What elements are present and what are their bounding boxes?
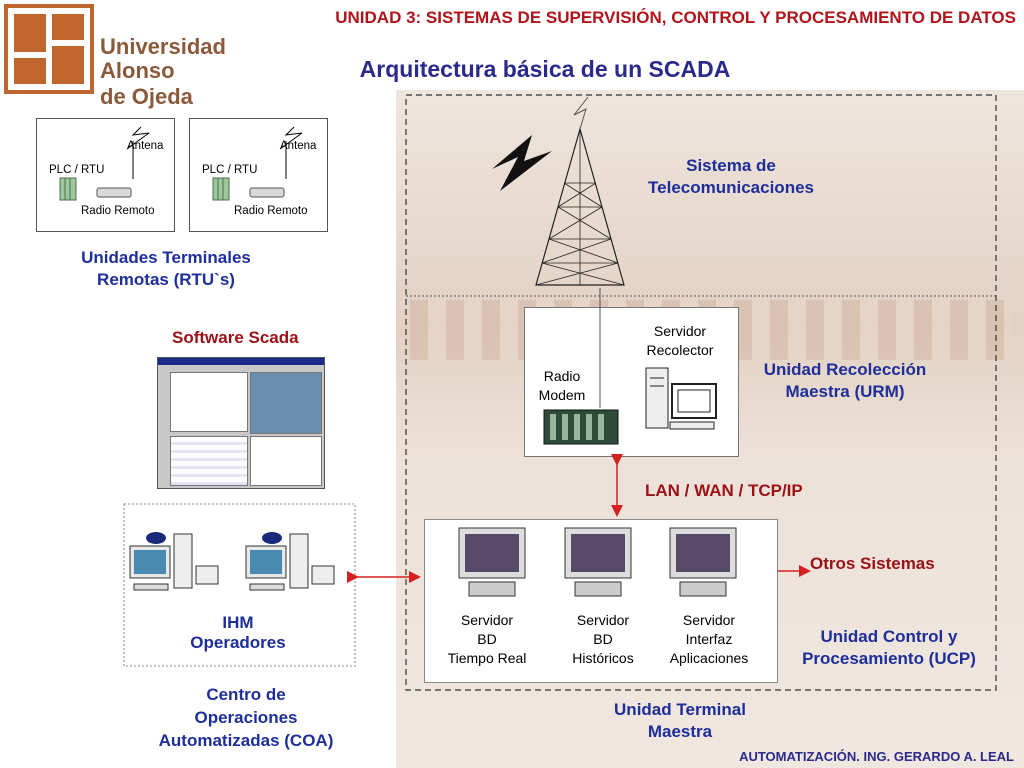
coa-caption-line1: Centro de xyxy=(206,685,286,704)
server-db-realtime-icon xyxy=(458,527,526,597)
plc-label: PLC / RTU xyxy=(202,164,258,176)
server-label-line2: BD xyxy=(477,631,497,647)
coa-dashed-frame xyxy=(123,503,356,667)
otros-sistemas-label: Otros Sistemas xyxy=(810,554,935,573)
logo-mark-icon xyxy=(4,4,94,94)
plc-icon xyxy=(59,177,77,201)
telecom-label-line1: Sistema de xyxy=(686,156,776,175)
scada-screenshot xyxy=(157,357,325,489)
radio-label: Radio Remoto xyxy=(234,205,308,217)
radio-modem-line1: Radio xyxy=(543,368,581,384)
software-scada-label: Software Scada xyxy=(172,328,299,347)
server-label-line1: Servidor xyxy=(682,612,736,628)
coa-caption-line2: Operaciones xyxy=(194,708,298,727)
radio-icon xyxy=(249,187,285,198)
servidor-recolector-line1: Servidor xyxy=(653,323,707,339)
coa-caption-line3: Automatizadas (COA) xyxy=(158,731,334,750)
radio-icon xyxy=(96,187,132,198)
scada-window-titlebar xyxy=(158,358,324,365)
footer-credit: AUTOMATIZACIÓN. ING. GERARDO A. LEAL xyxy=(739,749,1014,764)
scada-map-panel xyxy=(250,372,322,434)
radio-modem-line2: Modem xyxy=(538,387,586,403)
server-label-line3: Aplicaciones xyxy=(669,650,749,666)
rtu-box-2: Antena PLC / RTU Radio Remoto xyxy=(189,118,328,232)
radio-modem-label: Radio Modem xyxy=(530,367,594,405)
rtu-caption: Unidades Terminales Remotas (RTU`s) xyxy=(36,247,296,291)
server-label-line2: BD xyxy=(593,631,613,647)
operator-workstation-icon xyxy=(245,532,335,591)
university-name-line1: Universidad xyxy=(100,34,226,59)
antenna-icon xyxy=(279,126,303,179)
rtu-caption-line1: Unidades Terminales xyxy=(81,248,251,267)
servidor-recolector-label: Servidor Recolector xyxy=(630,322,730,360)
servidor-recolector-line2: Recolector xyxy=(646,342,714,358)
university-name-line2: Alonso de Ojeda xyxy=(100,58,193,109)
server-label-line2: Interfaz xyxy=(685,631,733,647)
urm-caption-line2: Maestra (URM) xyxy=(785,382,905,401)
operator-workstation-icon xyxy=(129,532,219,591)
urm-caption: Unidad Recolección Maestra (URM) xyxy=(740,359,950,403)
radio-tower-icon xyxy=(492,96,625,286)
telecom-label-line2: Telecomunicaciones xyxy=(648,178,814,197)
server-db-realtime-label: Servidor BD Tiempo Real xyxy=(432,611,542,668)
utm-caption-line1: Unidad Terminal xyxy=(614,700,746,719)
scada-table-panel xyxy=(170,436,248,486)
utm-dashed-frame xyxy=(405,94,997,691)
server-label-line3: Históricos xyxy=(572,650,634,666)
ihm-label: IHM Operadores xyxy=(148,613,328,653)
rtu-caption-line2: Remotas (RTU`s) xyxy=(97,270,235,289)
utm-caption-line2: Maestra xyxy=(647,722,713,741)
ucp-caption: Unidad Control y Procesamiento (UCP) xyxy=(784,626,994,670)
server-label-line3: Tiempo Real xyxy=(447,650,527,666)
radio-modem-icon xyxy=(543,409,619,445)
scada-alarm-panel xyxy=(250,436,322,486)
urm-caption-line1: Unidad Recolección xyxy=(763,360,927,379)
ihm-label-line2: Operadores xyxy=(190,633,286,652)
server-label-line1: Servidor xyxy=(460,612,514,628)
server-db-historicos-icon xyxy=(564,527,632,597)
coa-caption: Centro de Operaciones Automatizadas (COA… xyxy=(126,683,366,752)
antena-label: Antena xyxy=(280,140,317,152)
ucp-caption-line1: Unidad Control y xyxy=(820,627,958,646)
scada-tree-panel xyxy=(170,372,248,432)
page-title: Arquitectura básica de un SCADA xyxy=(359,56,731,82)
ihm-label-line1: IHM xyxy=(222,613,254,632)
plc-label: PLC / RTU xyxy=(49,164,105,176)
server-label-line1: Servidor xyxy=(576,612,630,628)
antena-label: Antena xyxy=(127,140,164,152)
server-db-historicos-label: Servidor BD Históricos xyxy=(548,611,658,668)
server-aplicaciones-icon xyxy=(669,527,737,597)
unit-header: UNIDAD 3: SISTEMAS DE SUPERVISIÓN, CONTR… xyxy=(335,8,1016,27)
telecom-label: Sistema de Telecomunicaciones xyxy=(626,155,836,199)
ucp-caption-line2: Procesamiento (UCP) xyxy=(802,649,976,668)
plc-icon xyxy=(212,177,230,201)
radio-label: Radio Remoto xyxy=(81,205,155,217)
server-computer-icon xyxy=(645,367,717,430)
antenna-icon xyxy=(126,126,150,179)
server-aplicaciones-label: Servidor Interfaz Aplicaciones xyxy=(654,611,764,668)
utm-caption: Unidad Terminal Maestra xyxy=(580,699,780,743)
network-label: LAN / WAN / TCP/IP xyxy=(645,481,803,500)
university-logo: Universidad Alonso de Ojeda xyxy=(4,4,226,109)
rtu-box-1: Antena PLC / RTU Radio Remoto xyxy=(36,118,175,232)
